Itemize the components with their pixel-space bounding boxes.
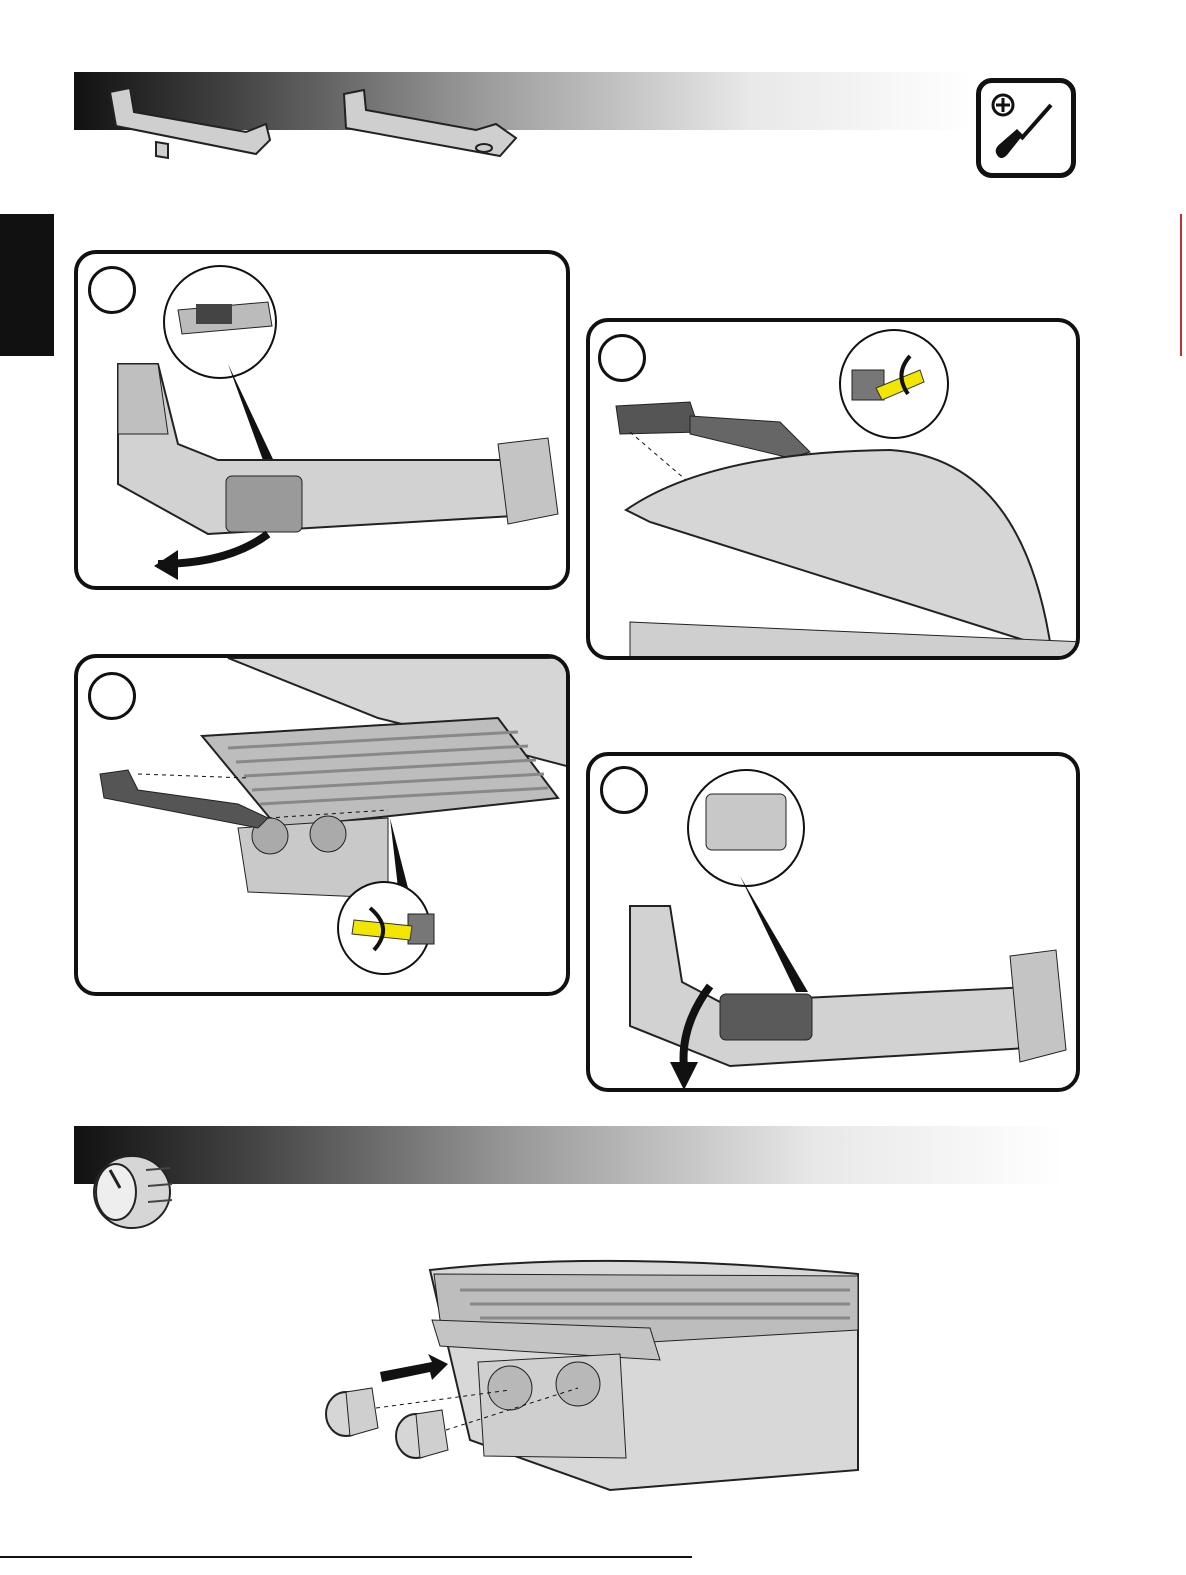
handle-illustration [78,254,570,590]
step-panel-remove-handle-clip [74,250,570,590]
step-panel-attach-handle-to-front [74,654,570,996]
lid-illustration [590,322,1080,660]
control-knob-icon [86,1140,196,1240]
footer-rule [0,1556,692,1558]
section-banner-knob [74,1126,1064,1184]
page-edge-marker [1180,214,1182,356]
side-tab [0,214,54,356]
handle-illustration [590,756,1080,1092]
grill-front-illustration [78,658,570,996]
handle-icon [96,80,656,260]
knob-installation-illustration [310,1240,870,1510]
step-panel-replace-handle-clip [586,752,1080,1092]
phillips-screwdriver-icon [976,78,1076,178]
step-panel-attach-handle-to-lid [586,318,1080,660]
